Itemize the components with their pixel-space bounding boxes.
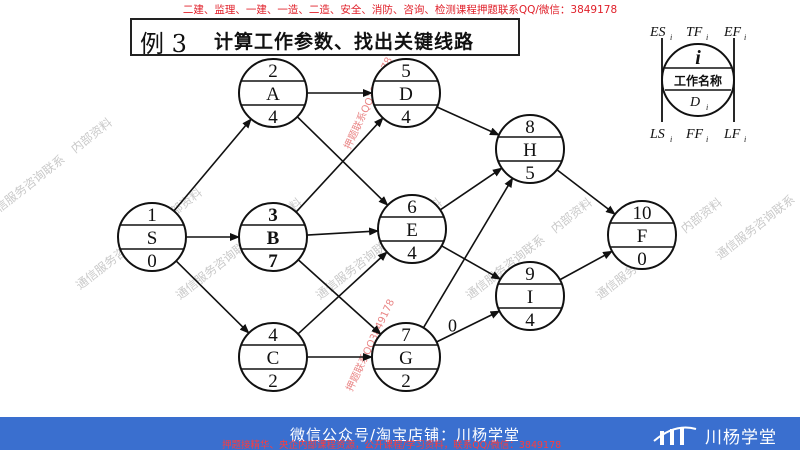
node-number: 8 xyxy=(525,117,535,138)
brand-name: 川杨学堂 xyxy=(705,428,777,448)
edge-C-E xyxy=(297,251,388,335)
node-name: C xyxy=(267,348,280,369)
node-name: B xyxy=(267,228,280,249)
edge-B-E xyxy=(306,227,380,236)
node-number: 9 xyxy=(525,264,535,285)
edge-S-C xyxy=(175,260,250,334)
node-name: G xyxy=(399,348,413,369)
node-name: S xyxy=(147,228,158,249)
edge-I-F xyxy=(559,250,614,281)
legend-ls-sub: i xyxy=(670,135,672,144)
legend-work-name: 工作名称 xyxy=(674,73,722,88)
node-circle xyxy=(371,322,441,392)
node-number: 7 xyxy=(401,325,411,346)
node-duration: 7 xyxy=(268,251,278,272)
node-name: F xyxy=(637,226,648,247)
node-name: I xyxy=(527,287,533,308)
legend-ff: FF xyxy=(685,127,704,142)
node-name: H xyxy=(523,140,537,161)
edge-B-D xyxy=(295,117,384,213)
node-I: 9I4 xyxy=(495,261,565,331)
node-number: 2 xyxy=(268,61,278,82)
node-C: 4C2 xyxy=(238,322,308,392)
legend-ls: LS xyxy=(649,127,665,142)
edge-B-G xyxy=(297,259,382,335)
edge-H-F xyxy=(556,169,616,215)
node-number: 10 xyxy=(633,203,652,224)
node-circle xyxy=(371,58,441,128)
top-banner: 二建、监理、一建、一造、二造、安全、消防、咨询、检测课程押题联系QQ/微信：38… xyxy=(182,4,618,16)
watermark-text: 通信服务咨询联系 内部资料 xyxy=(713,154,800,262)
footer-center-text: 微信公众号/淘宝店铺：川杨学堂 xyxy=(290,426,521,444)
node-duration: 2 xyxy=(268,371,278,392)
legend-ef-sub: i xyxy=(744,33,746,42)
legend-es-sub: i xyxy=(670,33,672,42)
brand-logo-icon xyxy=(653,426,697,445)
legend-tf: TF xyxy=(686,25,703,40)
legend-duration: D xyxy=(689,95,700,110)
legend-es: ES xyxy=(649,25,666,40)
node-A: 2A4 xyxy=(238,58,308,128)
node-duration: 0 xyxy=(147,251,157,272)
node-G: 7G2 xyxy=(371,322,441,392)
legend-duration-sub: i xyxy=(706,103,708,112)
node-number: 3 xyxy=(268,205,278,226)
node-circle xyxy=(117,202,187,272)
legend-lf-sub: i xyxy=(744,135,746,144)
node-circle xyxy=(238,322,308,392)
node-D: 5D4 xyxy=(371,58,441,128)
legend-node-i: i xyxy=(695,47,701,69)
legend-ff-sub: i xyxy=(706,135,708,144)
node-E: 6E4 xyxy=(377,194,447,264)
node-S: 1S0 xyxy=(117,202,187,272)
edge-layer: 0 xyxy=(173,89,616,361)
node-name: E xyxy=(406,220,418,241)
edge-label: 0 xyxy=(448,316,457,336)
node-B: 3B7 xyxy=(238,202,308,272)
edge-E-H xyxy=(439,167,503,211)
node-duration: 2 xyxy=(401,371,411,392)
node-number: 4 xyxy=(268,325,278,346)
footer-red-text: 押题接精华、央企内部课程资源，公开课程/学习资料，联系QQ/微信：3849178 xyxy=(222,440,562,451)
node-duration: 4 xyxy=(525,310,535,331)
edge-G-I xyxy=(436,310,501,343)
legend-circle xyxy=(661,43,735,117)
node-circle xyxy=(377,194,447,264)
node-duration: 4 xyxy=(401,107,411,128)
watermark-text: 通信服务咨询联系 内部资料 xyxy=(0,114,115,222)
legend-ef: EF xyxy=(723,25,742,40)
edge-S-A xyxy=(173,118,252,212)
node-circle xyxy=(238,202,308,272)
node-number: 5 xyxy=(401,61,411,82)
node-number: 1 xyxy=(147,205,157,226)
node-H: 8H5 xyxy=(495,114,565,184)
legend-tf-sub: i xyxy=(706,33,708,42)
page-title: 计算工作参数、找出关键线路 xyxy=(214,31,475,53)
node-circle xyxy=(607,200,677,270)
node-duration: 4 xyxy=(407,243,417,264)
node-duration: 4 xyxy=(268,107,278,128)
node-name: A xyxy=(266,84,280,105)
node-number: 6 xyxy=(407,197,417,218)
node-duration: 5 xyxy=(525,163,535,184)
node-circle xyxy=(495,261,565,331)
footer-bar xyxy=(0,417,800,450)
edge-D-H xyxy=(436,106,500,136)
edge-E-I xyxy=(441,245,502,280)
node-circle xyxy=(238,58,308,128)
edge-G-H xyxy=(422,177,514,329)
example-label: 例 3 xyxy=(140,30,187,58)
node-name: D xyxy=(399,84,413,105)
node-circle xyxy=(495,114,565,184)
node-duration: 0 xyxy=(637,249,647,270)
title-box: 例 3 计算工作参数、找出关键线路 xyxy=(130,18,520,58)
legend-lf: LF xyxy=(723,127,741,142)
